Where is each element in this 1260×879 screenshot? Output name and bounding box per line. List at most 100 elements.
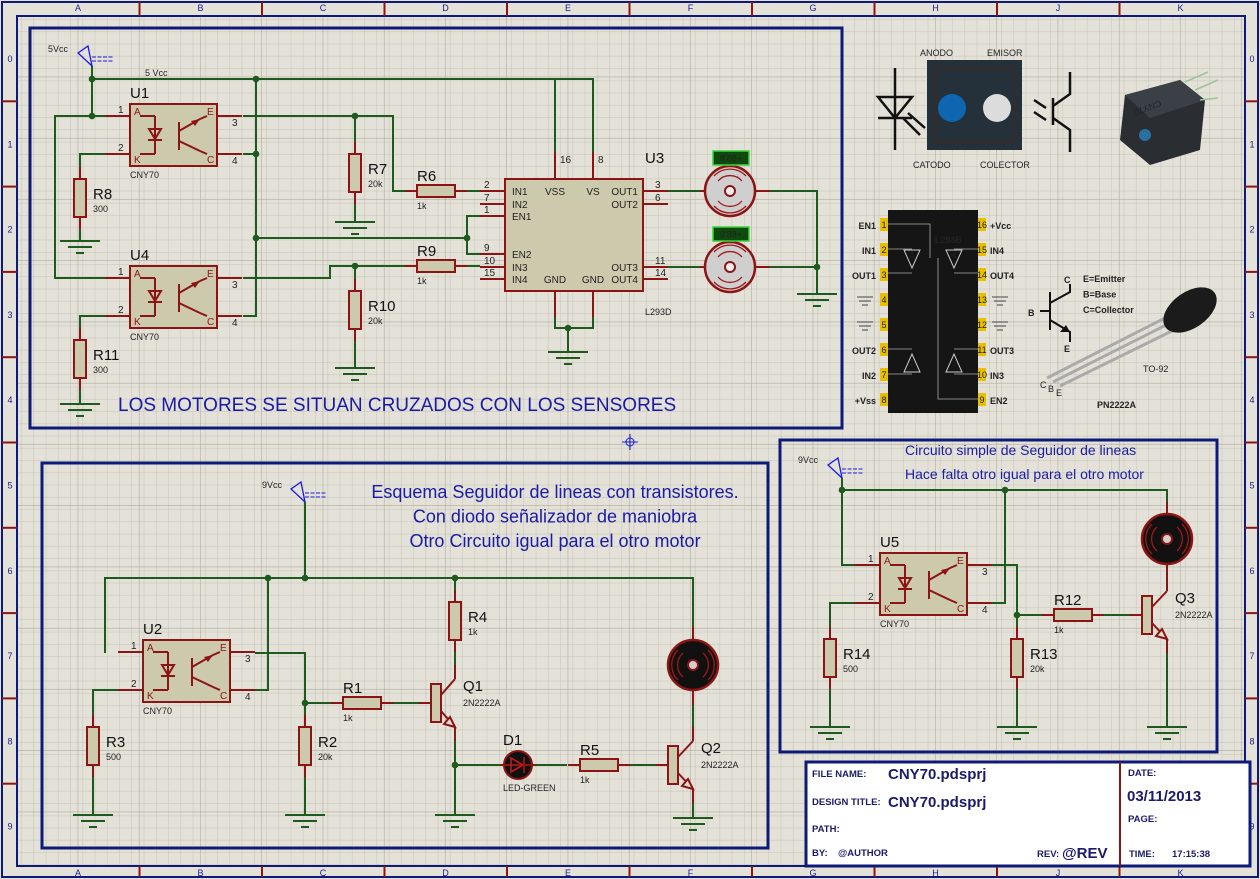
power-terminal-vcc[interactable]: 9Vcc [262,480,327,504]
junction-dot [88,75,96,83]
dc-motor[interactable]: 8'88+ [700,226,770,294]
ic-u3-l293d[interactable]: 2IN17IN21EN19EN210IN315IN43OUT16OUT211OU… [480,150,672,317]
ground-icon [857,296,873,306]
ground-symbol [335,362,375,381]
power-terminal-vcc[interactable]: 9Vcc [798,455,864,480]
resistor-body [86,726,100,766]
pin-name: OUT2 [852,346,876,356]
led-diode-icon [153,651,176,691]
pin-name: OUT4 [990,271,1014,281]
line [178,302,201,314]
date-label: DATE: [1128,768,1156,779]
column-label-top: C [320,3,327,13]
pin-name: VS [586,187,600,198]
file-name-value: CNY70.pdsprj [888,766,986,783]
pin-number: 15 [977,245,987,255]
component-value: 1k [417,201,427,211]
dc-motor[interactable] [666,627,720,705]
pin-number: 2 [118,143,124,154]
pin-number: 1 [881,220,886,230]
wire [243,79,257,317]
ic-pin [880,268,888,281]
pin-number: 2 [868,592,874,603]
resistor-body [416,259,456,273]
component-model: 2N2222A [463,698,501,708]
schematic-title-line: Esquema Seguidor de lineas con transisto… [371,482,738,502]
row-label-left: 9 [7,822,12,832]
row-label-right: 4 [1249,395,1254,405]
lead-label: B [1048,384,1054,394]
column-label-bottom: K [1177,868,1183,878]
component-ref: U4 [130,247,149,264]
wire [829,602,855,627]
component-ref: U1 [130,85,149,102]
pin-number: 12 [977,320,987,330]
cny70-body [129,103,218,167]
dc-motor[interactable]: 8'88+ [700,150,770,218]
diode-icon [510,756,525,774]
component-value: 1k [343,713,353,723]
junction-dot [463,234,471,242]
phototransistor-icon [178,277,208,317]
top-circuit-box [28,26,844,430]
emitter-window-blue [938,94,966,122]
pin-number: 11 [655,256,666,267]
ic-pin [978,243,986,256]
power-terminal-vcc[interactable]: 5Vcc [48,44,114,68]
photo-lead [1194,79,1219,91]
motor-coils [713,244,747,290]
junction-dot [301,574,309,582]
emitter-arrow [442,715,457,729]
junction-dot [252,234,260,242]
resistor-body [342,696,382,710]
schematic-note: Circuito simple de Seguidor de lineas [905,442,1136,458]
column-label-bottom: H [932,868,939,878]
resistor-body [73,339,87,379]
pin-label-k: K [884,604,891,615]
resistor-body [1053,608,1093,622]
pin-label-e: E [207,107,214,118]
ic-pin [880,393,888,406]
rev-value: @REV [1062,845,1107,862]
stroke [1052,116,1072,152]
by-label: BY: [812,848,828,859]
column-label-bottom: G [809,868,816,878]
pin-name: EN2 [990,396,1008,406]
power-terminal-icon [76,44,94,68]
pin-number: 11 [977,345,986,355]
dc-motor[interactable] [1140,502,1194,577]
ground-symbol [60,235,100,254]
motor-coils [713,168,747,214]
component-ref: R14 [843,646,871,663]
pin-number: 3 [881,270,886,280]
ground-symbol [997,721,1037,740]
cny70-body [879,552,968,616]
pin-number: 7 [881,370,886,380]
pin-name: EN1 [512,212,532,223]
file-name-label: FILE NAME: [812,769,866,780]
